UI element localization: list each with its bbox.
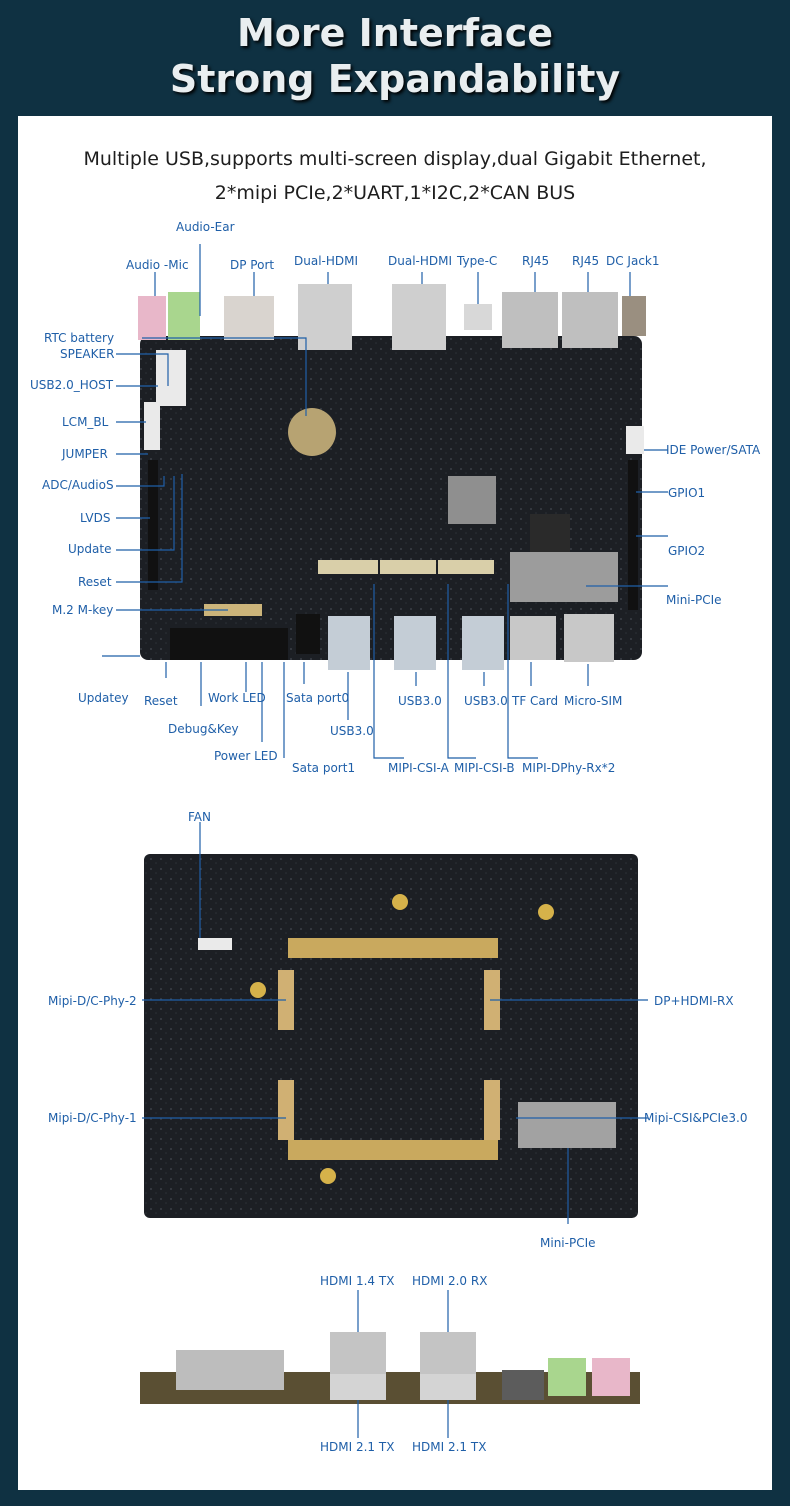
rtc-battery bbox=[288, 408, 336, 456]
label-m2-mkey: M.2 M-key bbox=[52, 603, 114, 617]
label-micro-sim: Micro-SIM bbox=[564, 694, 623, 708]
rj45-connector-1 bbox=[502, 292, 558, 348]
debug-header bbox=[170, 628, 288, 660]
label-gpio2: GPIO2 bbox=[668, 544, 706, 558]
label-rtc-battery: RTC battery bbox=[44, 331, 115, 345]
label-work-led: Work LED bbox=[208, 691, 266, 705]
side-hdmi-21-tx-b bbox=[420, 1374, 476, 1400]
label-mini-pcie: Mini-PCIe bbox=[666, 593, 722, 607]
usb3-port-b bbox=[394, 616, 436, 670]
mini-pcie-slot bbox=[510, 552, 618, 602]
label-mipi-dphy: MIPI-DPhy-Rx*2 bbox=[522, 761, 616, 775]
tf-card-slot bbox=[510, 616, 556, 660]
label-ide-power: IDE Power/SATA bbox=[666, 443, 761, 457]
audio-ear-jack bbox=[168, 292, 200, 340]
label-power-led: Power LED bbox=[214, 749, 278, 763]
soc-chip bbox=[448, 476, 496, 524]
usb3-port-c bbox=[462, 616, 504, 670]
label-mipi-csi-b: MIPI-CSI-B bbox=[454, 761, 515, 775]
header: More Interface Strong Expandability bbox=[0, 0, 790, 116]
label-update: Update bbox=[68, 542, 112, 556]
subtitle-line-1: Multiple USB,supports multi-screen displ… bbox=[83, 148, 707, 170]
side-rj45-2 bbox=[230, 1350, 284, 1390]
label-speaker: SPEAKER bbox=[60, 347, 115, 361]
fan-header bbox=[198, 938, 232, 950]
side-hdmi-20-rx bbox=[420, 1332, 476, 1374]
content-panel: Multiple USB,supports multi-screen displ… bbox=[18, 116, 772, 1490]
label-mipi-phy-2: Mipi-D/C-Phy-2 bbox=[48, 994, 137, 1008]
label-rj45-1: RJ45 bbox=[522, 254, 550, 268]
label-dp-hdmi-rx: DP+HDMI-RX bbox=[654, 994, 734, 1008]
title-line-2: Strong Expandability bbox=[169, 57, 621, 101]
label-mipi-phy-1: Mipi-D/C-Phy-1 bbox=[48, 1111, 137, 1125]
back-mini-pcie-slot bbox=[518, 1102, 616, 1148]
lcm-bl-header bbox=[144, 402, 160, 450]
label-mipi-csi-pcie: Mipi-CSI&PCIe3.0 bbox=[644, 1111, 748, 1125]
usb3-port-a bbox=[328, 616, 370, 670]
label-gpio1: GPIO1 bbox=[668, 486, 706, 500]
side-rj45-1 bbox=[176, 1350, 230, 1390]
label-dual-hdmi-2: Dual-HDMI bbox=[388, 254, 453, 268]
label-usb30-b: USB3.0 bbox=[398, 694, 442, 708]
board-connector-bottom bbox=[288, 1140, 498, 1160]
gpio-header bbox=[628, 460, 638, 610]
label-back-mini-pcie: Mini-PCIe bbox=[540, 1236, 596, 1250]
label-lvds: LVDS bbox=[80, 511, 111, 525]
dp-port-connector bbox=[224, 296, 274, 340]
label-hdmi-21-tx-b: HDMI 2.1 TX bbox=[412, 1440, 487, 1454]
back-board-pcb bbox=[144, 854, 638, 1218]
side-hdmi-21-tx-a bbox=[330, 1374, 386, 1400]
sata-connector bbox=[296, 614, 320, 654]
label-type-c: Type-C bbox=[457, 254, 498, 268]
label-usb30-c: USB3.0 bbox=[464, 694, 508, 708]
ide-power-header bbox=[626, 426, 644, 454]
label-dual-hdmi-1: Dual-HDMI bbox=[294, 254, 359, 268]
label-updatey: Updatey bbox=[78, 691, 129, 705]
label-hdmi-20-rx: HDMI 2.0 RX bbox=[412, 1274, 488, 1288]
label-dc-jack: DC Jack1 bbox=[606, 254, 660, 268]
m2-slot bbox=[204, 604, 262, 616]
board-connector-top bbox=[288, 938, 498, 958]
hdmi-connector-2 bbox=[392, 284, 446, 350]
micro-sim-slot bbox=[564, 614, 614, 662]
label-mipi-csi-a: MIPI-CSI-A bbox=[388, 761, 449, 775]
label-adc-audios: ADC/AudioS bbox=[42, 478, 114, 492]
label-debug-key: Debug&Key bbox=[168, 722, 239, 736]
label-lcm-bl: LCM_BL bbox=[62, 415, 109, 429]
dc-jack-connector bbox=[622, 296, 646, 336]
label-audio-mic: Audio -Mic bbox=[126, 258, 189, 272]
label-sata-port0: Sata port0 bbox=[286, 691, 350, 705]
hdmi-connector-1 bbox=[298, 284, 352, 350]
label-hdmi-21-tx-a: HDMI 2.1 TX bbox=[320, 1440, 395, 1454]
board-illustrations bbox=[102, 244, 668, 1438]
audio-mic-jack bbox=[138, 296, 166, 340]
side-hdmi-14-tx bbox=[330, 1332, 386, 1374]
lvds-header bbox=[148, 460, 158, 590]
rj45-connector-2 bbox=[562, 292, 618, 348]
label-sata-port1: Sata port1 bbox=[292, 761, 356, 775]
type-c-connector bbox=[464, 304, 492, 330]
label-reset-2: Reset bbox=[144, 694, 178, 708]
label-rj45-2: RJ45 bbox=[572, 254, 600, 268]
label-reset: Reset bbox=[78, 575, 112, 589]
label-fan: FAN bbox=[188, 810, 211, 824]
subtitle-line-2: 2*mipi PCIe,2*UART,1*I2C,2*CAN BUS bbox=[214, 182, 576, 204]
label-audio-ear: Audio-Ear bbox=[176, 220, 235, 234]
leader-lines bbox=[102, 244, 668, 1438]
usb-host-header bbox=[156, 350, 186, 406]
label-usb30-a: USB3.0 bbox=[330, 724, 374, 738]
label-tf-card: TF Card bbox=[512, 694, 559, 708]
label-usb-host: USB2.0_HOST bbox=[30, 378, 114, 392]
label-dp-port: DP Port bbox=[230, 258, 275, 272]
title-line-1: More Interface bbox=[236, 11, 553, 55]
chip bbox=[530, 514, 570, 554]
label-jumper: JUMPER bbox=[62, 447, 108, 461]
label-hdmi-14-tx: HDMI 1.4 TX bbox=[320, 1274, 395, 1288]
